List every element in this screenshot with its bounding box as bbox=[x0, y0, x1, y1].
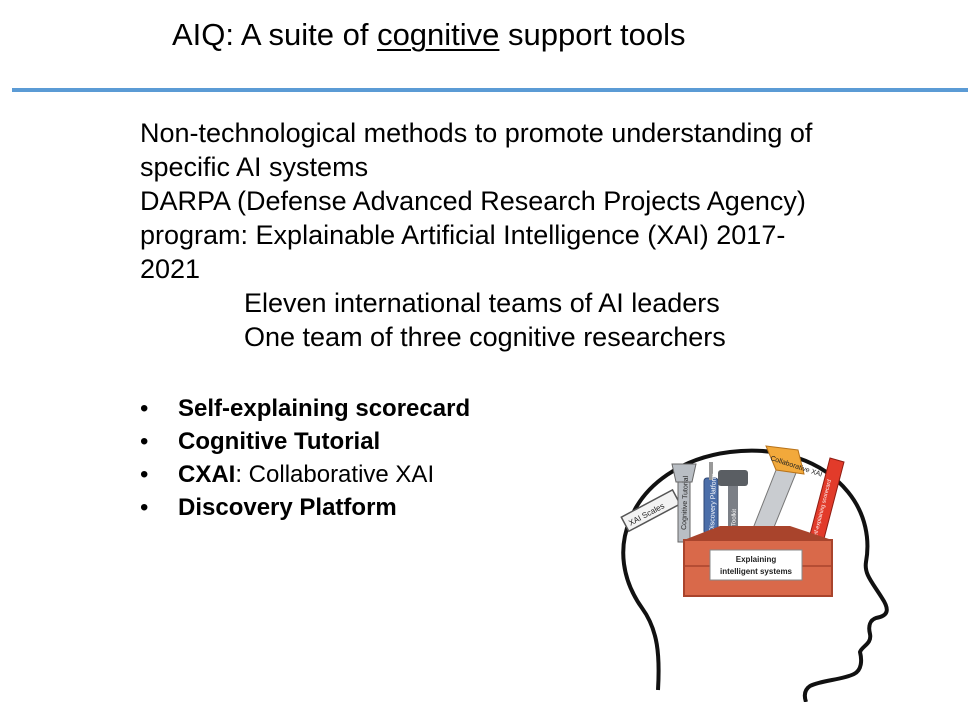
screwdriver-icon: Discovery Platform bbox=[703, 462, 719, 535]
tool-name: Discovery Platform bbox=[178, 494, 397, 521]
tool-name: CXAI bbox=[178, 461, 236, 488]
intro-line: program: Explainable Artificial Intellig… bbox=[140, 220, 786, 250]
wrench-icon: Cognitive Tutorial bbox=[671, 463, 697, 543]
intro-subline: Eleven international teams of AI leaders bbox=[244, 288, 720, 318]
toolbox-icon: Explaining intelligent systems bbox=[683, 526, 833, 597]
bullet-dot: • bbox=[140, 461, 149, 488]
tool-label: Discovery Platform bbox=[709, 473, 718, 532]
head-toolbox-illustration: XAI Scales Cognitive Tutorial Discovery … bbox=[620, 445, 889, 702]
intro-line: specific AI systems bbox=[140, 152, 369, 182]
tool-label: Cognitive Tutorial bbox=[681, 475, 690, 530]
title-divider bbox=[12, 88, 968, 92]
tool-list-item: • Cognitive Tutorial bbox=[140, 425, 620, 458]
title-prefix: AIQ: A suite of bbox=[172, 17, 378, 52]
title-suffix: support tools bbox=[499, 17, 686, 52]
slide-title: AIQ: A suite of cognitive support tools bbox=[172, 14, 686, 56]
saw-icon: Collaborative XAI bbox=[749, 445, 823, 543]
title-underlined-word: cognitive bbox=[377, 17, 500, 52]
tool-list-item: • CXAI: Collaborative XAI bbox=[140, 458, 620, 491]
intro-line: DARPA (Defense Advanced Research Project… bbox=[140, 186, 806, 216]
bullet-dot: • bbox=[140, 494, 149, 521]
hammer-icon: AIQ Toolkit bbox=[718, 470, 748, 540]
tool-name: Cognitive Tutorial bbox=[178, 428, 381, 455]
bullet-dot: • bbox=[140, 395, 149, 422]
xai-scales-ruler-icon: XAI Scales bbox=[620, 488, 682, 533]
toolbox-label: intelligent systems bbox=[720, 567, 793, 576]
intro-subline: One team of three cognitive researchers bbox=[244, 322, 726, 352]
toolbox-label: Explaining bbox=[736, 555, 777, 564]
tool-list: • Self-explaining scorecard • Cognitive Tu… bbox=[140, 392, 620, 524]
intro-line: 2021 bbox=[140, 254, 201, 284]
intro-text: Non-technological methods to promote und… bbox=[140, 116, 920, 354]
tool-name: Self-explaining scorecard bbox=[178, 395, 471, 422]
bullet-dot: • bbox=[140, 428, 149, 455]
tool-description: : Collaborative XAI bbox=[235, 461, 435, 488]
intro-line: Non-technological methods to promote und… bbox=[140, 118, 813, 148]
tool-list-item: • Self-explaining scorecard bbox=[140, 392, 620, 425]
tool-label: AIQ Toolkit bbox=[731, 509, 738, 538]
tool-list-item: • Discovery Platform bbox=[140, 491, 620, 524]
